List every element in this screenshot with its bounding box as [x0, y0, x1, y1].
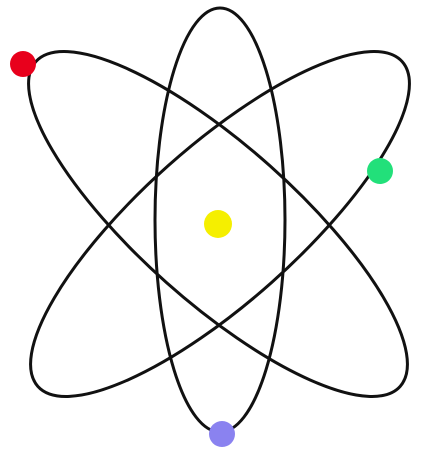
electron-blue	[209, 421, 235, 447]
electron-green	[367, 158, 393, 184]
electron-red	[10, 51, 36, 77]
nucleus	[204, 210, 232, 238]
